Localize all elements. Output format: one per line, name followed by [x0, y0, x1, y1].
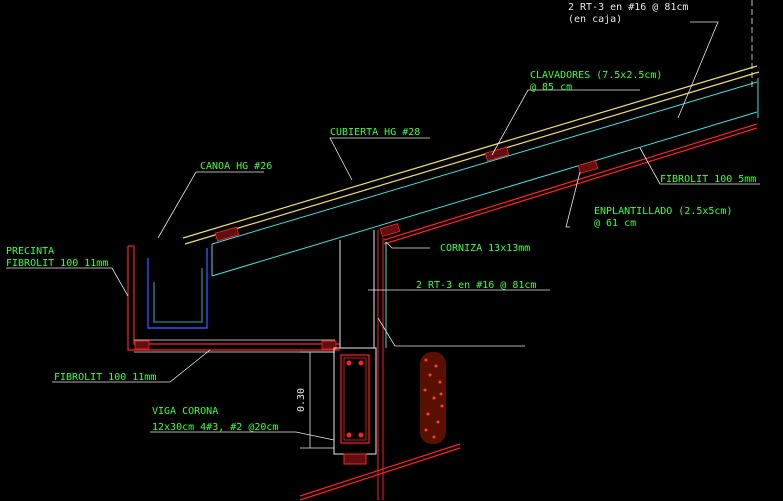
fibrolit-soffit: [383, 123, 758, 245]
label-en-caja: (en caja): [568, 14, 622, 25]
precinta-fascia: [127, 245, 340, 351]
label-fibrolit-11mm: FIBROLIT 100 11mm: [54, 372, 156, 383]
viga-corona-beam: [333, 347, 377, 465]
dimension-line: [300, 351, 334, 449]
label-enplantillado: ENPLANTILLADO (2.5x5cm): [594, 206, 732, 217]
clavador-blocks: [214, 146, 599, 242]
label-dim-030: 0.30: [296, 388, 307, 412]
rafter: [211, 78, 759, 277]
label-rt3-mid: 2 RT-3 en #16 @ 81cm: [416, 280, 536, 291]
leader-lines: [6, 21, 760, 441]
label-fibrolit-5mm: FIBROLIT 100 5mm: [660, 174, 756, 185]
label-precinta-fibrolit: FIBROLIT 100 11mm: [6, 258, 108, 269]
wall-structure: [339, 230, 387, 500]
labels: 2 RT-3 en #16 @ 81cm (en caja) CLAVADORE…: [6, 2, 756, 433]
label-precinta: PRECINTA: [6, 246, 54, 257]
label-viga-spec: 12x30cm 4#3, #2 @20cm: [152, 422, 278, 433]
label-enplantillado-spacing: @ 61 cm: [594, 218, 636, 229]
ground-line: [299, 443, 461, 501]
label-viga-corona: VIGA CORONA: [152, 406, 218, 417]
small-blocks: [134, 340, 337, 350]
label-clavadores-spacing: @ 85 cm: [530, 82, 572, 93]
gutter: [147, 248, 208, 329]
label-clavadores: CLAVADORES (7.5x2.5cm): [530, 70, 662, 81]
label-cubierta: CUBIERTA HG #28: [330, 127, 420, 138]
roof-sheet: [182, 65, 760, 245]
label-canoa: CANOA HG #26: [200, 161, 272, 172]
label-corniza: CORNIZA 13x13mm: [440, 243, 530, 254]
label-rt3-top: 2 RT-3 en #16 @ 81cm: [568, 2, 688, 13]
masonry-hatch: [420, 352, 446, 444]
